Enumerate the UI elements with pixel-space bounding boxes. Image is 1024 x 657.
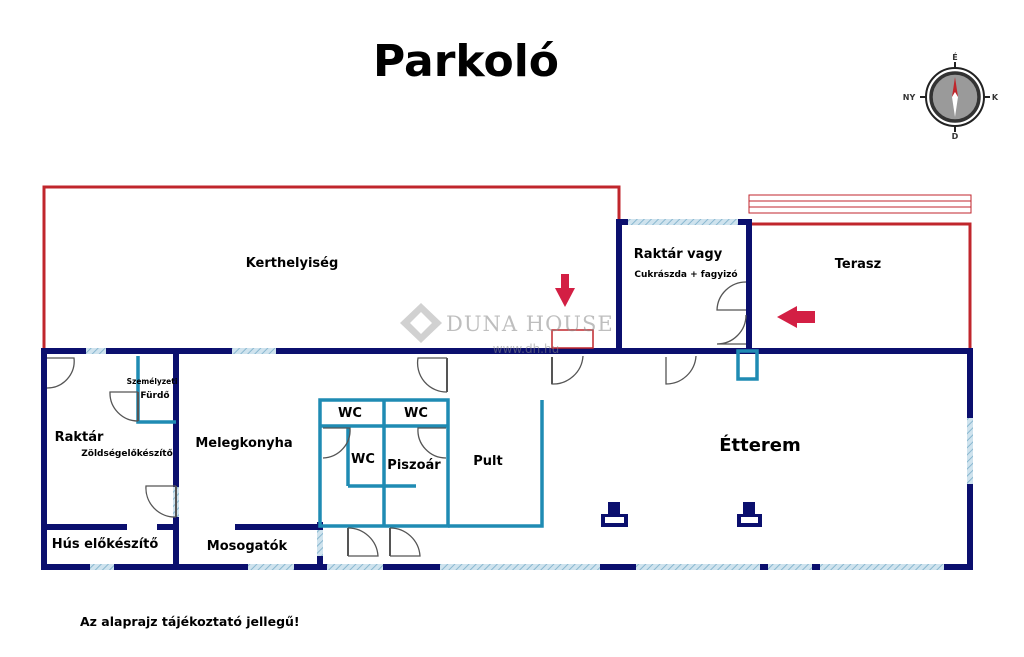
room-label-veg-prep: Zöldségelőkészítő [81,448,173,459]
room-label-dishwashing: Mosogatók [207,539,288,554]
compass-north-label: É [952,51,957,62]
room-label-warm-kitchen: Melegkonyha [195,436,292,451]
column-fixtures [601,502,762,527]
building-walls [41,348,973,570]
door-leaves [137,357,553,556]
column-fixture-detail [741,517,758,523]
room-label-restaurant: Étterem [719,434,801,456]
room-label-storage-top-sub: Cukrászda + fagyizó [634,269,737,280]
room-label-urinal: Piszoár [387,458,441,473]
terrace-arrow-icon [777,306,815,328]
room-label-shower: Fürdő [140,391,169,401]
partition-walls [136,349,759,528]
disclaimer-note: Az alaprajz tájékoztató jellegű! [80,614,300,629]
room-label-wc-2: WC [404,406,428,421]
entrance-step [551,329,594,349]
entrance-arrow-icon [555,274,575,307]
compass-west-label: NY [903,93,916,102]
room-label-storage: Raktár [55,430,104,445]
outdoor-boundaries [42,185,972,351]
room-label-wc-1: WC [338,406,362,421]
brand-logo-icon [400,303,442,343]
storage-box-walls [616,219,752,352]
room-label-storage-top: Raktár vagy [634,247,723,262]
compass-south-label: D [952,132,959,141]
room-label-meat-prep: Hús előkészítő [52,537,159,552]
watermark-url: www.dh.hu [493,342,559,356]
doors [46,281,747,557]
window [628,219,738,225]
room-label-garden: Kerthelyiség [246,256,339,271]
compass-rose-icon [920,62,990,132]
room-label-counter: Pult [473,454,502,469]
column-fixture-detail [605,517,624,523]
plan-title: Parkoló [373,36,559,87]
windows [86,348,973,570]
room-label-staff: Személyzeti [127,377,178,386]
compass-east-label: K [992,93,999,102]
room-label-terrace: Terasz [835,257,881,272]
room-label-wc-3: WC [351,452,375,467]
watermark-brand: DUNA HOUSE [446,312,614,336]
